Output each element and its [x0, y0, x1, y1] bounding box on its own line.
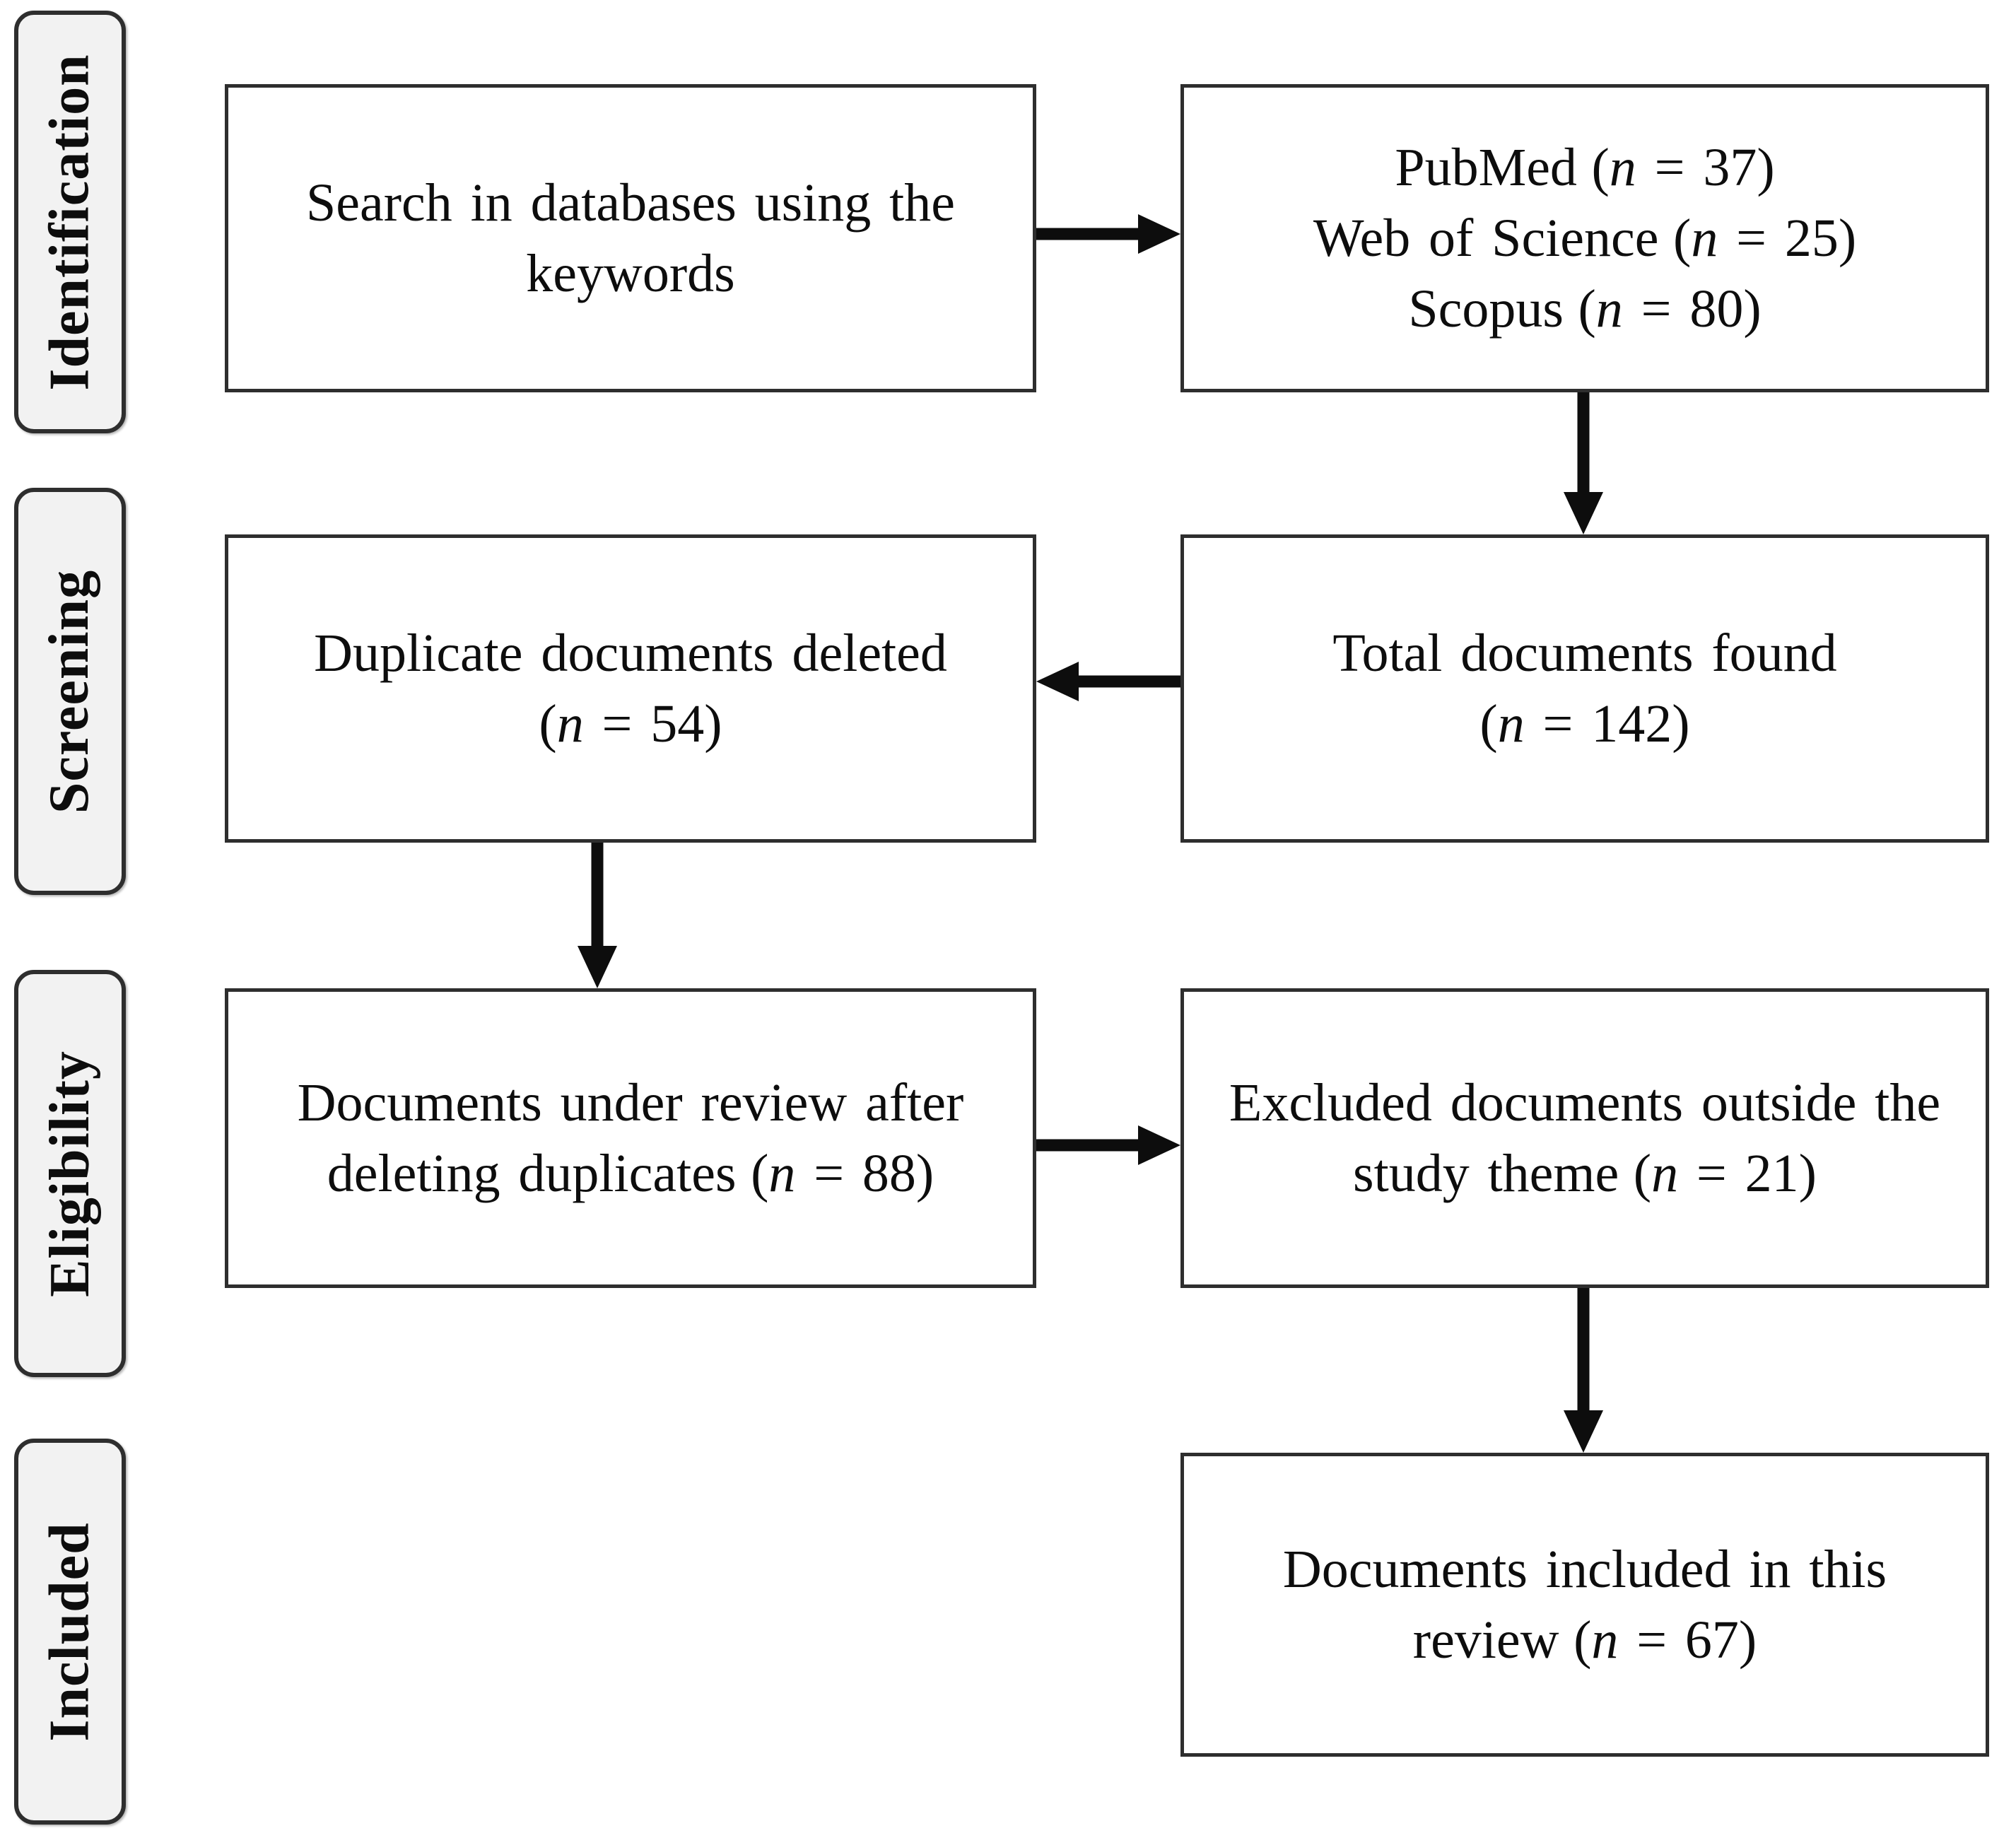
box-text: Duplicate documents deleted — [314, 623, 947, 683]
count-value: 54 — [650, 694, 705, 754]
box-search-databases: Search in databases using the keywords — [225, 84, 1036, 392]
box-included-documents: Documents included in this review(n = 67… — [1180, 1453, 1989, 1757]
box-database-counts: PubMed(n = 37) Web of Science(n = 25) Sc… — [1180, 84, 1989, 392]
count-value: 88 — [862, 1144, 916, 1203]
box-text: Excluded documents outside the study the… — [1229, 1072, 1941, 1203]
stage-label-text: Eligibility — [38, 1050, 101, 1297]
count-value: 25 — [1784, 208, 1839, 268]
stage-label-text: Identification — [38, 53, 101, 391]
database-count-line: Scopus(n = 80) — [1408, 279, 1762, 339]
stage-label-text: Screening — [38, 569, 101, 814]
arrow-review-to-excluded — [1036, 1125, 1180, 1165]
count-line: (n = 142) — [1479, 694, 1690, 754]
count-value: 142 — [1591, 694, 1672, 754]
box-duplicates-deleted: Duplicate documents deleted (n = 54) — [225, 534, 1036, 843]
count-value: 37 — [1703, 137, 1757, 197]
count-line: (n = 54) — [539, 694, 722, 754]
arrow-duplicates-to-review — [578, 843, 617, 988]
arrow-sources-to-total — [1564, 392, 1603, 534]
arrow-total-to-duplicates — [1036, 662, 1180, 701]
box-text: Total documents found — [1332, 623, 1837, 683]
count-value: 67 — [1684, 1610, 1739, 1670]
arrow-search-to-sources — [1036, 214, 1180, 254]
box-text: Documents included in this review(n = 67… — [1282, 1539, 1887, 1670]
stage-label-screening: Screening — [14, 488, 126, 895]
box-total-found: Total documents found (n = 142) — [1180, 534, 1989, 843]
stage-label-eligibility: Eligibility — [14, 970, 126, 1377]
stage-label-text: Included — [38, 1521, 101, 1742]
database-count-line: PubMed(n = 37) — [1395, 137, 1775, 197]
database-count-line: Web of Science(n = 25) — [1313, 208, 1857, 268]
stage-label-included: Included — [14, 1439, 126, 1825]
box-text: Search in databases using the keywords — [306, 172, 955, 303]
box-under-review: Documents under review after deleting du… — [225, 988, 1036, 1288]
arrow-excluded-to-included — [1564, 1288, 1603, 1453]
stage-label-identification: Identification — [14, 11, 126, 433]
count-value: 21 — [1745, 1144, 1799, 1203]
count-value: 80 — [1689, 279, 1744, 339]
box-excluded-documents: Excluded documents outside the study the… — [1180, 988, 1989, 1288]
box-text: Documents under review after deleting du… — [297, 1072, 964, 1203]
